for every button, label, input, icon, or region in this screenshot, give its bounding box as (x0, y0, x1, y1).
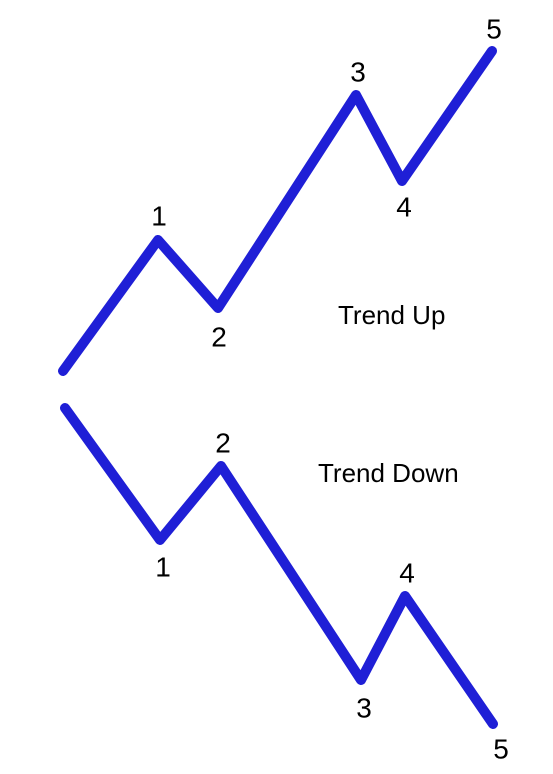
trend-up-group: 1 2 3 4 5 Trend Up (58, 14, 502, 376)
trend-up-label-5: 5 (486, 14, 502, 45)
trend-up-label-2: 2 (211, 322, 227, 353)
trend-down-caption: Trend Down (318, 458, 459, 488)
trend-down-label-4: 4 (399, 558, 415, 589)
trend-down-label-3: 3 (356, 693, 372, 724)
trend-up-caption: Trend Up (338, 300, 445, 330)
trend-up-label-4: 4 (396, 192, 412, 223)
trend-down-label-1: 1 (155, 552, 171, 583)
trend-up-wave-line (58, 46, 497, 376)
trend-down-label-2: 2 (215, 428, 231, 459)
trend-down-group: 1 2 3 4 5 Trend Down (60, 403, 509, 765)
trend-down-wave-line (60, 403, 498, 729)
trend-down-label-5: 5 (493, 734, 509, 765)
trend-up-label-3: 3 (350, 57, 366, 88)
trend-up-label-1: 1 (151, 201, 167, 232)
